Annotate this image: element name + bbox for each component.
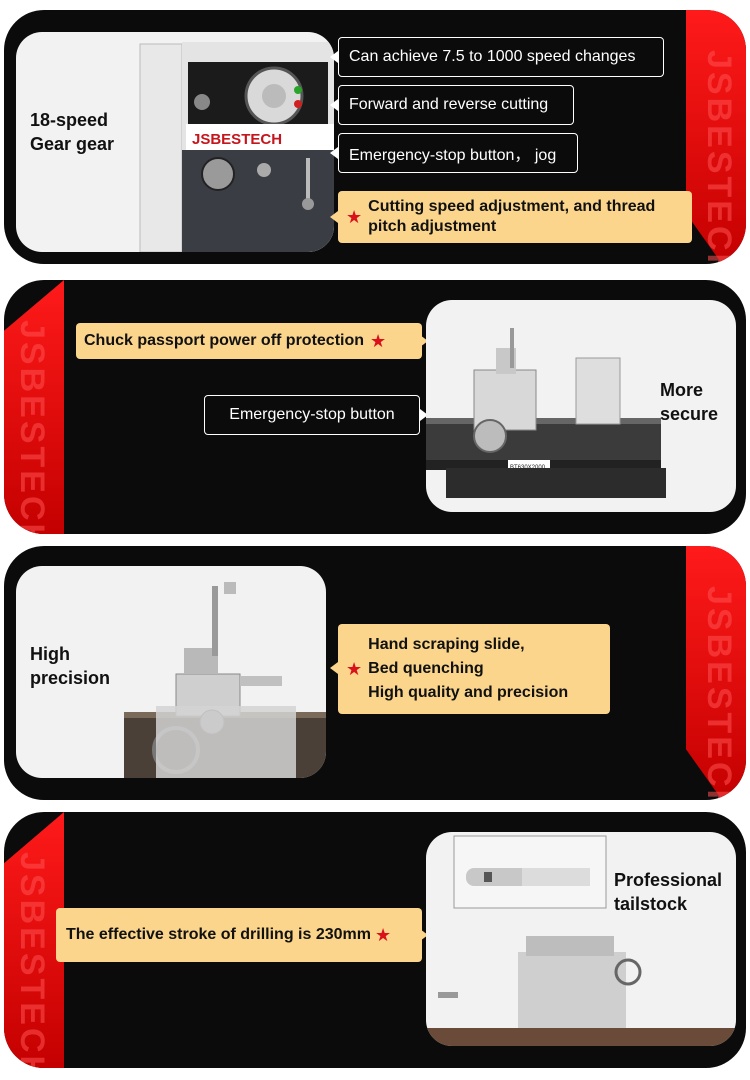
red-accent-tab — [686, 10, 746, 264]
caption-line: Gear gear — [30, 134, 115, 154]
lathe-carriage-illustration: BT630X2000 — [426, 328, 666, 498]
pointer-arrow — [330, 99, 338, 111]
speed-gear-caption: 18-speed Gear gear — [30, 108, 114, 156]
gearbox-photo: JSBESTECH 18-speed Gear gear — [16, 32, 334, 252]
highlight-text: Hand scraping slide, — [368, 636, 525, 653]
pointer-arrow — [420, 929, 428, 941]
feature-emergency-stop: Emergency-stop button — [204, 395, 420, 435]
gearbox-illustration: JSBESTECH — [139, 42, 334, 252]
more-secure-caption: More secure — [660, 378, 718, 426]
tailstock-illustration — [426, 835, 736, 1046]
feature-text: Emergency-stop button — [229, 406, 395, 423]
scraping-slide-photo: High precision — [16, 566, 326, 778]
star-icon: ★ — [346, 206, 363, 227]
highlight-text: High quality and precision — [368, 684, 569, 701]
brand-watermark: JSBESTECH — [700, 50, 738, 264]
section-tailstock: JSBESTECH The effective stroke of drilli… — [4, 812, 746, 1068]
star-icon: ★ — [346, 658, 363, 679]
highlight-text: Cutting speed adjustment, and thread — [368, 198, 656, 215]
highlight-text: The effective stroke of drilling is 230m… — [66, 926, 371, 943]
high-precision-caption: High precision — [30, 642, 110, 690]
feature-text: Forward and reverse cutting — [349, 96, 549, 113]
red-accent-tab — [4, 812, 64, 1068]
pointer-arrow — [330, 662, 338, 674]
pointer-arrow — [420, 409, 428, 421]
caption-line: More — [660, 380, 704, 400]
feature-forward-reverse: Forward and reverse cutting — [338, 85, 574, 125]
feature-text: Can achieve 7.5 to 1000 speed changes — [349, 48, 636, 65]
caption-line: High — [30, 644, 70, 664]
red-accent-tab — [686, 546, 746, 800]
section-speed-gear: JSBESTECH JSBESTECH 18-speed Gear gear — [4, 10, 746, 264]
highlight-chuck-protection: Chuck passport power off protection ★ — [76, 323, 422, 359]
brand-watermark: JSBESTECH — [13, 320, 51, 534]
section-high-precision: JSBESTECH High precision ★ Hand scraping… — [4, 546, 746, 800]
star-icon: ★ — [370, 330, 387, 351]
scraping-slide-illustration — [124, 582, 326, 778]
caption-line: Professional — [614, 870, 723, 890]
tailstock-photo: Professional tailstock — [426, 832, 736, 1046]
highlight-precision-features: ★ Hand scraping slide, Bed quenching Hig… — [338, 624, 610, 714]
lathe-carriage-photo: BT630X2000 More secure — [426, 300, 736, 512]
highlight-cutting-speed: ★ Cutting speed adjustment, and thread p… — [338, 191, 692, 243]
pointer-arrow — [420, 335, 428, 347]
panel-brand-text: JSBESTECH — [192, 131, 282, 148]
pointer-arrow — [330, 51, 338, 63]
highlight-text: Bed quenching — [368, 660, 484, 677]
caption-line: secure — [660, 404, 719, 424]
pointer-arrow — [330, 147, 338, 159]
tailstock-caption: Professional tailstock — [614, 868, 722, 916]
feature-text: Emergency-stop button， jog — [349, 147, 557, 164]
caption-line: precision — [30, 668, 111, 688]
red-accent-tab — [4, 280, 64, 534]
brand-watermark: JSBESTECH — [700, 586, 738, 800]
feature-speed-changes: Can achieve 7.5 to 1000 speed changes — [338, 37, 664, 77]
highlight-text: Chuck passport power off protection — [84, 332, 365, 349]
highlight-text: pitch adjustment — [368, 218, 497, 235]
pointer-arrow — [330, 211, 338, 223]
star-icon: ★ — [374, 924, 392, 945]
caption-line: 18-speed — [30, 110, 109, 130]
highlight-drilling-stroke: The effective stroke of drilling is 230m… — [56, 908, 422, 962]
brand-watermark: JSBESTECH — [13, 852, 51, 1068]
caption-line: tailstock — [614, 894, 688, 914]
section-more-secure: JSBESTECH Chuck passport power off prote… — [4, 280, 746, 534]
feature-emergency-jog: Emergency-stop button， jog — [338, 133, 578, 173]
